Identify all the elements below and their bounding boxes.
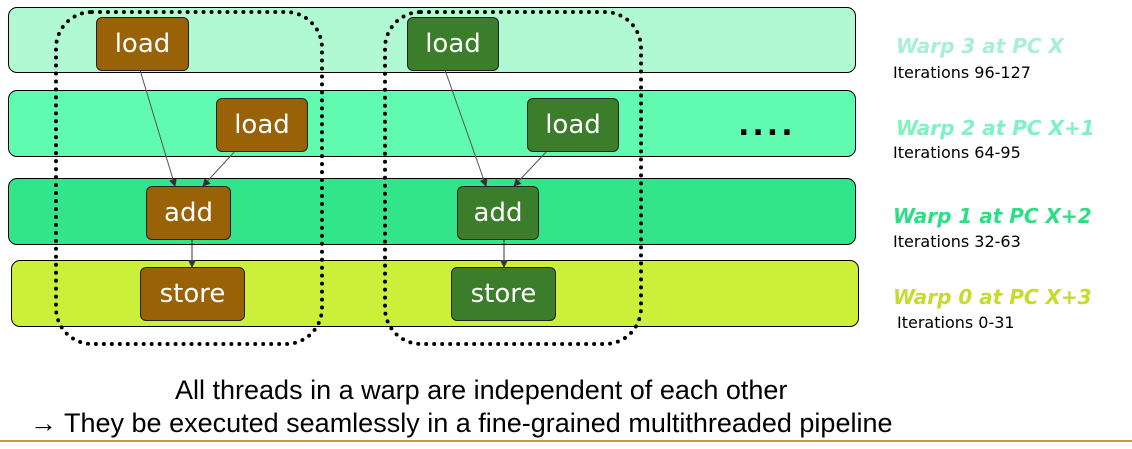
store-op: store — [140, 267, 245, 321]
load-op: load — [407, 17, 499, 71]
add-op: add — [146, 186, 231, 240]
warp-3-title: Warp 3 at PC X — [896, 34, 1064, 58]
add-op: add — [457, 186, 539, 240]
load-op: load — [96, 17, 189, 71]
store-op: store — [451, 267, 556, 321]
warp-3-iterations: Iterations 96-127 — [893, 63, 1031, 82]
load-op: load — [527, 98, 619, 152]
thread-group-2 — [383, 10, 643, 346]
footer-rule — [0, 440, 1132, 442]
caption-line-1: All threads in a warp are independent of… — [175, 375, 788, 405]
arrow-load1-add1 — [139, 69, 177, 187]
more-warps-ellipsis: .... — [738, 108, 796, 143]
warp-2-iterations: Iterations 64-95 — [893, 143, 1021, 162]
warp-0-iterations: Iterations 0-31 — [897, 313, 1015, 332]
caption-line-2: → They be executed seamlessly in a fine-… — [30, 408, 893, 438]
thread-group-1 — [54, 10, 324, 346]
arrow-load2-add1 — [202, 149, 237, 187]
arrow-load3-add2 — [444, 69, 488, 187]
arrow-load4-add2 — [513, 149, 549, 187]
warp-1-title: Warp 1 at PC X+2 — [893, 204, 1092, 228]
warp-0-title: Warp 0 at PC X+3 — [893, 285, 1092, 309]
load-op: load — [216, 98, 308, 152]
warp-2-title: Warp 2 at PC X+1 — [896, 116, 1095, 140]
warp-1-iterations: Iterations 32-63 — [893, 232, 1021, 251]
